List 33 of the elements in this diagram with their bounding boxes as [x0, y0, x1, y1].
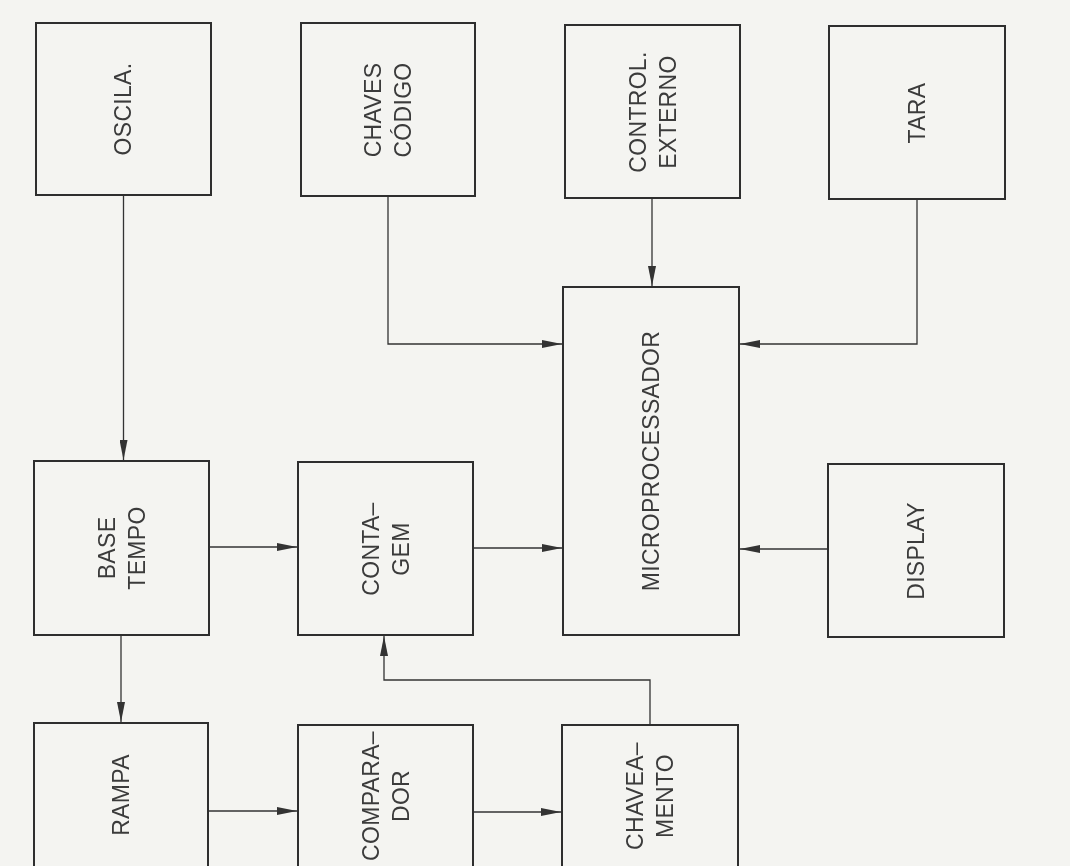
block-box	[33, 460, 210, 636]
block-label: MICROPROCESSADOR	[637, 330, 665, 592]
block-box	[35, 22, 212, 196]
block-label: OSCILA.	[109, 62, 138, 156]
arrow	[473, 808, 562, 816]
block-box	[562, 286, 740, 636]
arrow	[380, 635, 651, 725]
block-box	[297, 724, 474, 866]
block-label: BASE TEMPO	[92, 506, 151, 590]
block-box	[561, 724, 739, 866]
block-label: TARA	[903, 82, 931, 143]
block-box	[33, 722, 209, 866]
block-label: DISPLAY	[902, 501, 930, 600]
block-label: RAMPA	[107, 754, 135, 836]
block-box	[564, 24, 741, 199]
block-box	[828, 25, 1006, 200]
block-label: CHAVES CÓDIGO	[359, 61, 417, 158]
arrow	[473, 544, 563, 552]
arrow	[208, 807, 298, 815]
block-box	[300, 22, 476, 197]
block-box	[297, 461, 474, 636]
block-label: COMPARA– DOR	[356, 731, 415, 861]
arrow	[739, 199, 918, 348]
arrow	[648, 198, 656, 287]
arrow	[119, 195, 128, 461]
arrow	[739, 545, 828, 553]
block-label: CONTA– GEM	[356, 501, 415, 596]
arrow	[117, 635, 125, 723]
block-label: CHAVEA– MENTO	[621, 742, 679, 850]
arrow	[387, 196, 563, 348]
arrow	[209, 543, 298, 551]
block-box	[827, 463, 1005, 638]
block-label: CONTROL. EXTERNO	[623, 50, 682, 173]
